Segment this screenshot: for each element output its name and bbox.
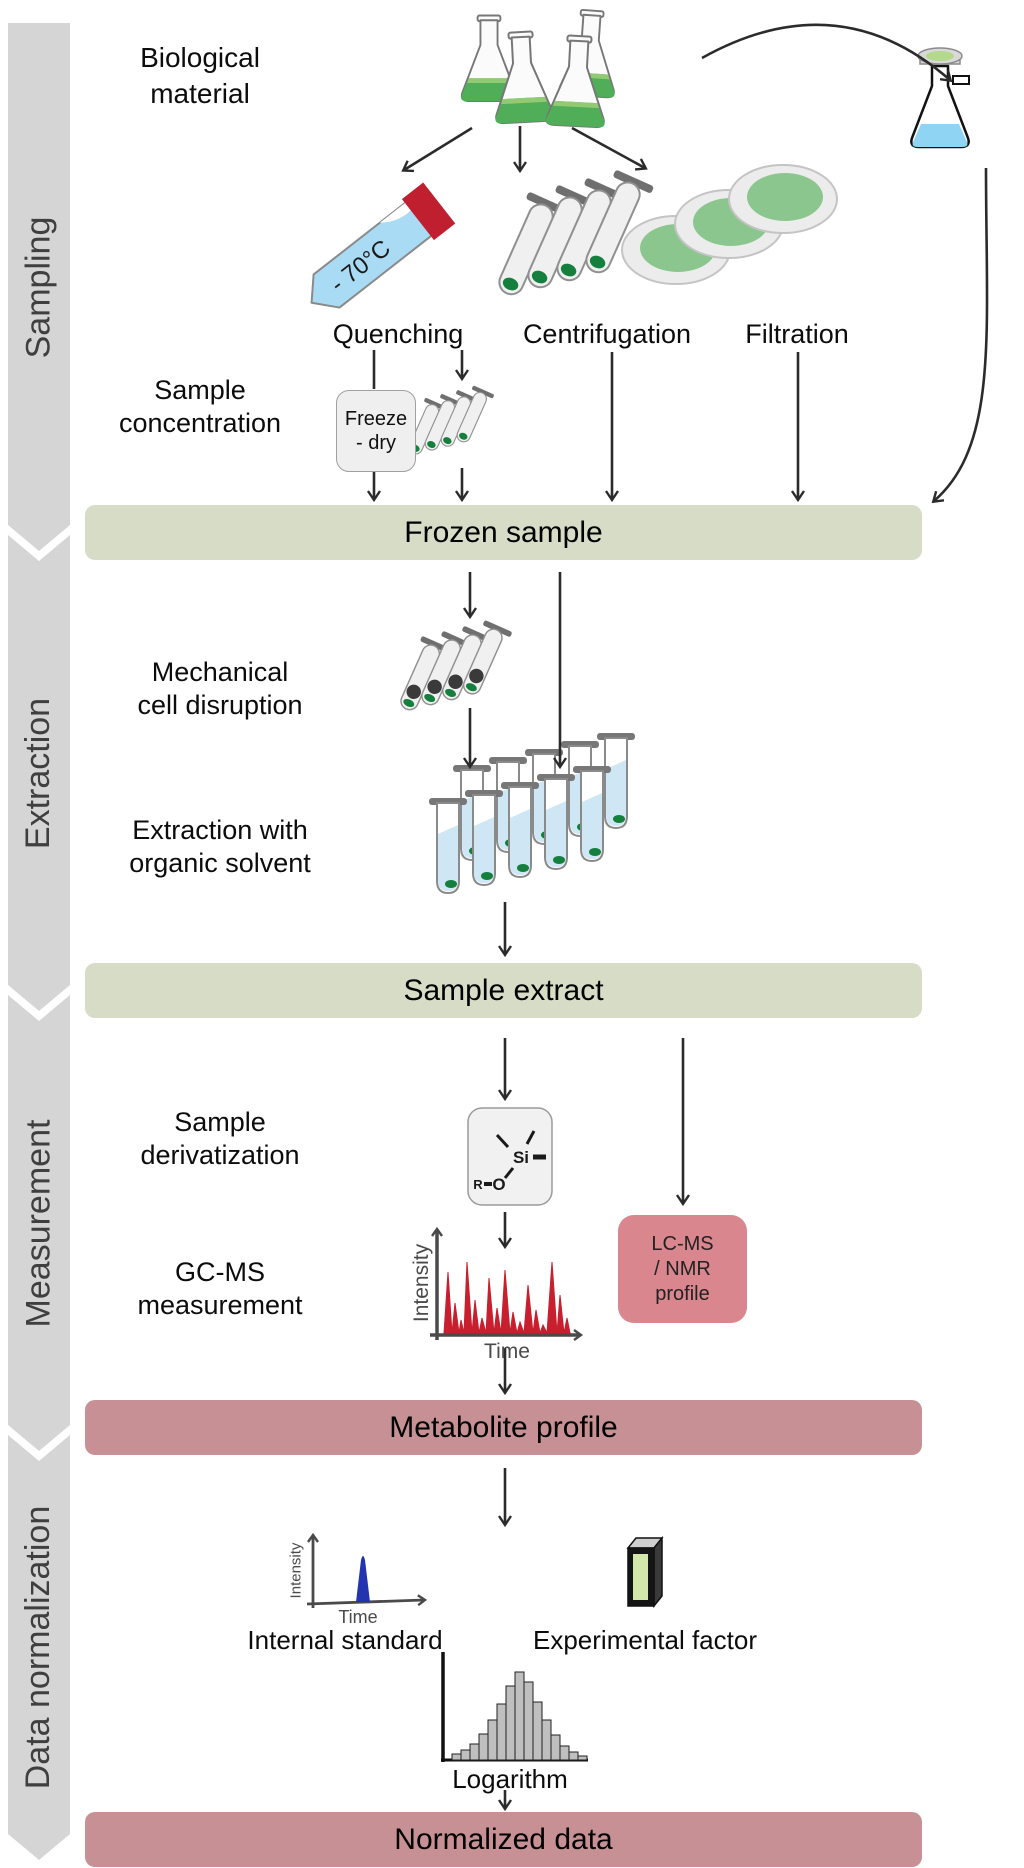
flow-arrows [367,23,989,1812]
lcms-nmr-profile-box: LC-MS / NMR profile [618,1215,747,1323]
metabolite-profile-banner: Metabolite profile [85,1400,922,1455]
internal-standard-label: Internal standard [247,1625,443,1655]
filter-flask-icon [910,47,970,149]
cuvette-icon [626,1535,664,1609]
concentration-tubes-icon [402,384,495,459]
derivatization-icon: Si O R [467,1107,553,1206]
atom-si: Si [513,1148,529,1167]
mechanical-disruption-label: Mechanical cell disruption [137,657,303,720]
internal-standard-peak [356,1556,370,1602]
arrow-filterflask-to-banner [931,167,989,504]
centrifugation-tubes-icon [486,168,656,303]
chromatogram-icon [430,1226,584,1341]
internal-standard-plot-icon [306,1532,428,1608]
atom-o: O [492,1175,505,1194]
extraction-tubes-icon [428,732,636,894]
chromatogram-ylabel: Intensity [410,1243,433,1323]
quenching-tube-icon: - 70°C [310,182,456,309]
filtration-label: Filtration [745,319,849,349]
logarithm-label: Logarithm [452,1764,568,1794]
sidebar-section-measurement: Measurement [8,995,70,1451]
filtration-discs-icon [621,164,838,285]
atom-r: R [473,1177,483,1192]
sidebar-section-data-normalization: Data normalization [8,1435,70,1860]
sidebar-section-sampling: Sampling [8,23,70,551]
biological-material-label: Biological material [140,42,260,109]
sample-concentration-label: Sample concentration [118,375,282,438]
freeze-dry-box: Freeze - dry [336,390,416,472]
internal-plot-xlabel: Time [338,1607,378,1627]
sidebar-section-extraction: Extraction [8,535,70,1011]
quenching-temp-label: - 70°C [325,235,395,298]
arrow-source-to-quenching [401,126,473,173]
organic-solvent-label: Extraction with organic solvent [129,815,311,878]
experimental-factor-label: Experimental factor [533,1625,757,1655]
arrow-source-to-filterflask [701,23,953,83]
biological-material-flasks-icon [460,7,622,129]
normalized-data-banner: Normalized data [85,1812,922,1867]
centrifugation-label: Centrifugation [522,319,692,349]
sample-extract-banner: Sample extract [85,963,922,1018]
sidebar-label-extraction: Extraction [19,697,58,849]
frozen-sample-banner: Frozen sample [85,505,922,560]
quenching-label: Quenching [332,319,464,349]
sidebar-label-sampling: Sampling [19,216,58,358]
arrow-source-to-filtration [571,126,648,171]
sidebar-label-measurement: Measurement [19,1119,58,1327]
chromatogram-peaks [443,1261,571,1335]
cell-disruption-tubes-icon [391,619,514,716]
internal-plot-ylabel: Intensity [287,1542,305,1599]
sample-derivatization-label: Sample derivatization [140,1107,300,1170]
histogram-icon [441,1652,588,1762]
gcms-measurement-label: GC-MS measurement [137,1257,303,1320]
chromatogram-xlabel: Time [484,1340,530,1363]
sidebar-label-data-normalization: Data normalization [19,1505,58,1790]
